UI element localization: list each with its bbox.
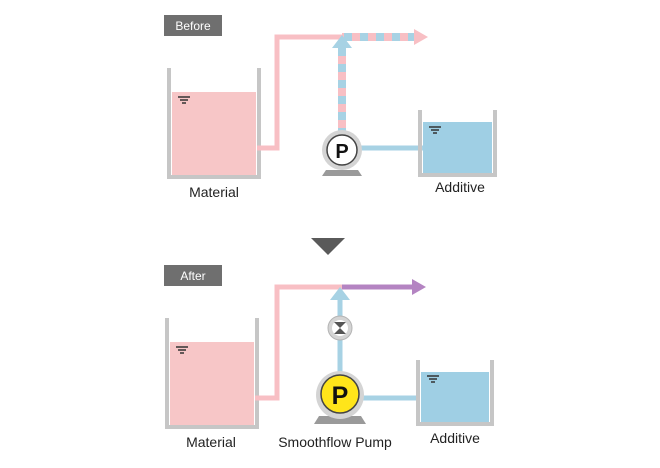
after-output-arrow-icon (412, 279, 426, 295)
before-tag-label: Before (175, 19, 211, 33)
after-tag-label: After (180, 269, 205, 283)
after-pump-label: Smoothflow Pump (278, 434, 392, 450)
valve-icon (327, 315, 353, 341)
before-material-pipe (257, 34, 342, 151)
before-additive-tank (418, 110, 497, 177)
after-pump-letter: P (332, 382, 349, 410)
after-additive-tank (416, 360, 494, 426)
liquid-level-icon (429, 126, 441, 134)
before-pump-riser (338, 48, 346, 136)
after-additive-label: Additive (430, 430, 480, 446)
before-pump-letter: P (335, 141, 348, 163)
after-material-label: Material (186, 434, 236, 450)
after-material-pipe (255, 284, 342, 401)
before-output-arrow-icon (414, 29, 428, 45)
before-section: Before Material P (164, 15, 497, 200)
before-mixed-pipe (342, 33, 416, 41)
after-material-tank (165, 318, 259, 429)
before-additive-label: Additive (435, 179, 485, 195)
after-tag: After (164, 265, 222, 286)
before-up-arrow-icon (332, 35, 352, 48)
liquid-level-icon (427, 375, 439, 383)
liquid-level-icon (178, 96, 190, 104)
before-material-tank (167, 68, 261, 179)
before-pump: P (322, 130, 362, 176)
before-material-label: Material (189, 184, 239, 200)
liquid-level-icon (176, 346, 188, 354)
after-section: After Material (164, 265, 494, 450)
before-tag: Before (164, 15, 222, 36)
triangle-down-icon (311, 238, 345, 255)
after-up-arrow-icon (330, 287, 350, 300)
smoothflow-pump: P (314, 371, 366, 424)
